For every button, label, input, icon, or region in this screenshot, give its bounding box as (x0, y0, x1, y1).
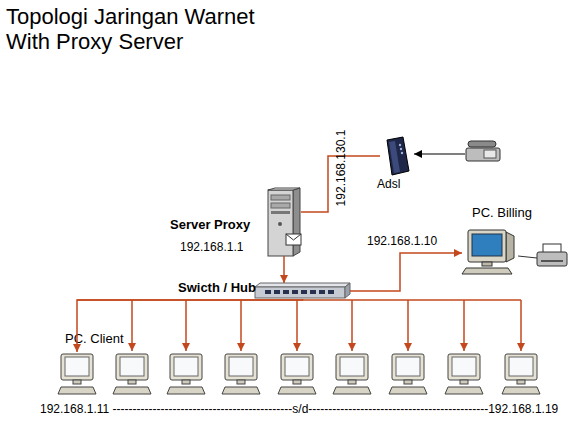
modem-light (399, 144, 401, 146)
envelope-flap (286, 234, 301, 240)
monitor-side (506, 232, 514, 262)
drop-arrow (520, 300, 522, 351)
ip-address: 192.168.1.1 (180, 240, 243, 254)
switch-hub-icon (255, 283, 350, 299)
device-name: Adsl (377, 177, 400, 191)
modem-face (389, 141, 400, 173)
client-pc: PC. Client (58, 352, 96, 396)
modem-body (387, 137, 409, 175)
modem-light (401, 152, 403, 154)
client-pc (113, 354, 151, 394)
phone-handset (468, 141, 496, 147)
keyboard (462, 268, 512, 274)
drive-bay (271, 203, 290, 208)
printer (537, 244, 567, 266)
drive-bay (271, 195, 290, 200)
client-pc (167, 354, 205, 394)
client-pc-icon (58, 352, 96, 396)
envelope (286, 234, 301, 245)
bus-line (77, 299, 521, 301)
printer-cable (518, 256, 537, 258)
adsl-modem-icon (380, 137, 410, 175)
switch-front (255, 287, 345, 298)
drop-arrow (185, 300, 187, 351)
ip-range: 192.168.1.11 ---------------------------… (40, 402, 558, 416)
drop-arrow (296, 300, 298, 351)
client-drops (132, 300, 521, 351)
phone-line (414, 153, 465, 154)
monitor-frame (468, 230, 506, 262)
monitor-frame (61, 354, 93, 380)
billing-pc: PC. Billing192.168.1.10 (462, 228, 518, 276)
monitor-screen (472, 234, 502, 256)
client-pc (278, 354, 316, 394)
drop-arrow (131, 300, 133, 351)
client-pc (445, 354, 483, 394)
adsl-modem: Adsl (380, 137, 410, 175)
modem-light (400, 148, 402, 150)
switch-hub: Swicth / Hub (255, 283, 350, 299)
server-top (268, 188, 300, 190)
client-pc (222, 354, 260, 394)
network-cable (77, 299, 303, 352)
drop-arrow (240, 300, 242, 351)
switch-top (255, 283, 350, 287)
monitor-screen (65, 357, 89, 376)
client-pc (502, 354, 540, 394)
switch-port (265, 290, 271, 294)
drop-arrow (463, 300, 465, 351)
device-name: PC. Client (65, 332, 124, 346)
device-name: Server Proxy (170, 218, 250, 232)
drop-arrow (407, 300, 409, 351)
server-side (293, 188, 300, 256)
network-cable (283, 256, 285, 283)
monitor-neck (73, 380, 81, 384)
billing-pc-icon (462, 228, 518, 276)
printer-slot (541, 260, 563, 262)
power-button (278, 222, 282, 226)
printer-body (537, 252, 567, 266)
phone-body (466, 148, 500, 161)
keyboard (58, 387, 96, 394)
drop-arrow (351, 300, 353, 351)
switch-port (301, 290, 307, 294)
drive-bay (271, 211, 290, 214)
network-cable (350, 253, 462, 291)
server-front (268, 190, 293, 256)
diagram-title: Topologi Jaringan Warnet With Proxy Serv… (6, 4, 276, 54)
switch-port (319, 290, 325, 294)
proxy-server-icon (267, 188, 301, 256)
switch-side (345, 283, 350, 298)
ip-address: 192.168.130.1 (334, 130, 348, 207)
proxy-server: Server Proxy192.168.1.1 (267, 188, 301, 256)
ip-address: 192.168.1.10 (367, 234, 437, 248)
phone-keypad (484, 150, 496, 158)
device-name: PC. Billing (472, 206, 532, 220)
telephone (466, 141, 500, 161)
switch-port (283, 290, 289, 294)
switch-port (328, 290, 334, 294)
monitor-neck (482, 262, 492, 266)
client-pc (333, 354, 371, 394)
client-pcs (113, 354, 540, 394)
switch-port (310, 290, 316, 294)
device-name: Swicth / Hub (178, 281, 256, 295)
switch-port (274, 290, 280, 294)
switch-port (292, 290, 298, 294)
client-pc (389, 354, 427, 394)
